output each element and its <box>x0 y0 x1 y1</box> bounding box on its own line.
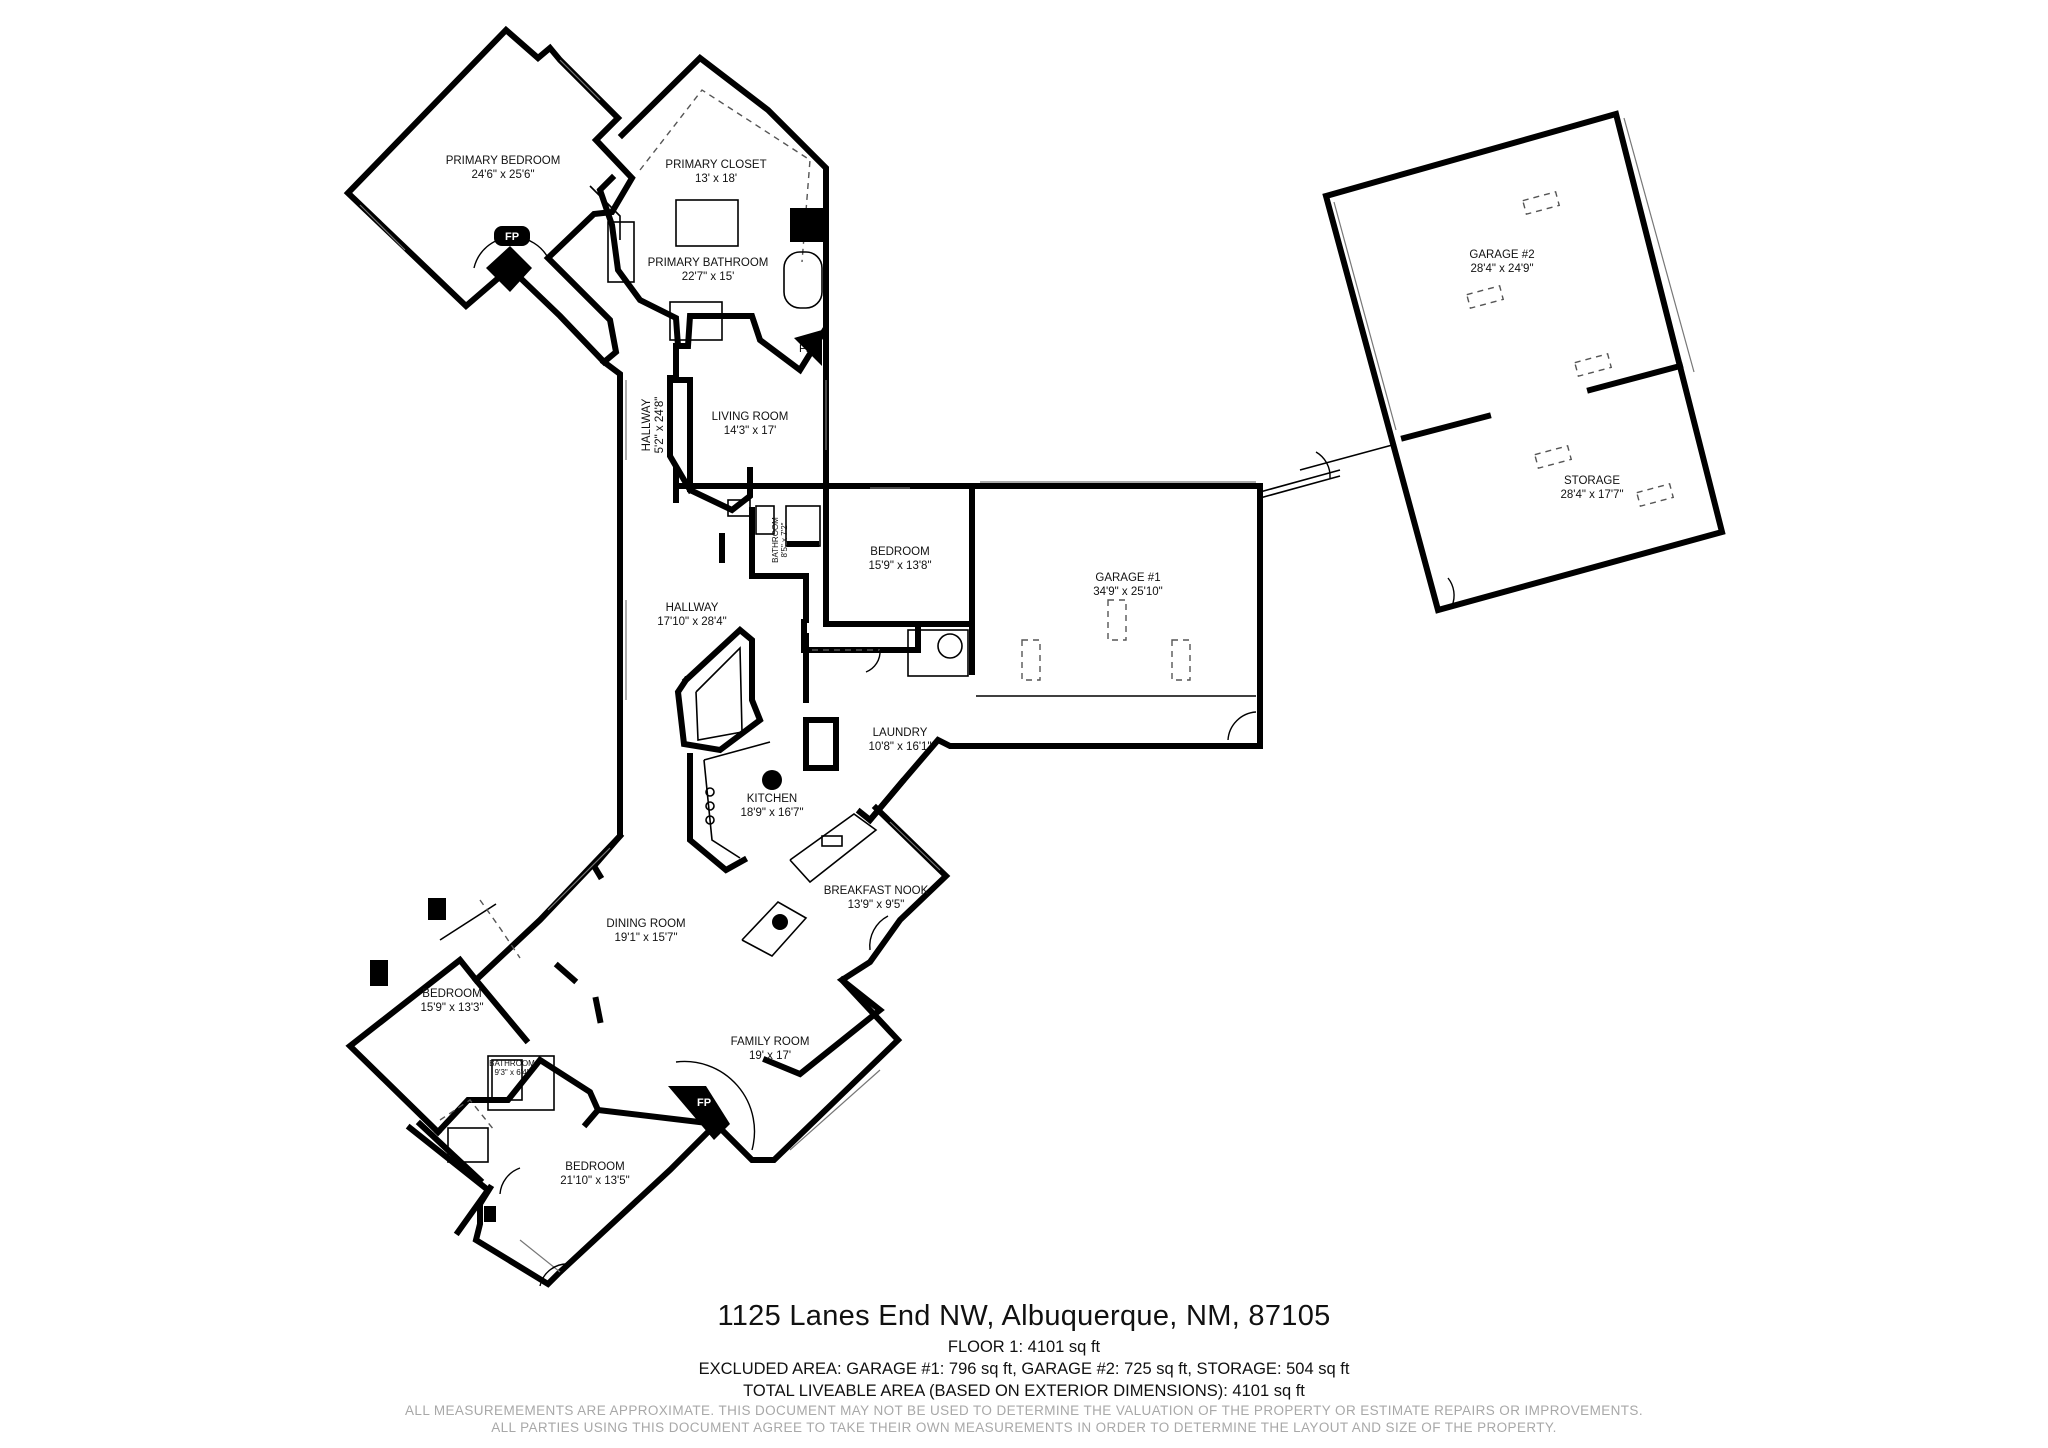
label-laundry: LAUNDRY <box>873 727 928 739</box>
label-bathroom-1: BATHROOM <box>771 517 780 563</box>
label-primary-bathroom: PRIMARY BATHROOM <box>648 257 769 269</box>
primary-closet-bath-walls <box>589 54 829 375</box>
label-bedroom-2: BEDROOM <box>422 988 481 1000</box>
fireplace-family-room: FP <box>668 1060 756 1151</box>
dims-dining-room: 19'1" x 15'7" <box>614 932 677 944</box>
address: 1125 Lanes End NW, Albuquerque, NM, 8710… <box>717 1300 1331 1332</box>
dims-primary-bathroom: 22'7" x 15' <box>682 271 735 283</box>
dims-laundry: 10'8" x 16'1" <box>868 741 931 753</box>
dims-hallway-1: 5'2" x 24'8" <box>654 397 666 454</box>
fp-label: FP <box>697 1097 711 1109</box>
dims-kitchen: 18'9" x 16'7" <box>740 807 803 819</box>
label-bathroom-2: BATHROOM <box>489 1059 535 1068</box>
dims-storage: 28'4" x 17'7" <box>1560 489 1623 501</box>
plan-footer: 1125 Lanes End NW, Albuquerque, NM, 8710… <box>0 1296 2048 1436</box>
total-liveable-area: TOTAL LIVEABLE AREA (BASED ON EXTERIOR D… <box>743 1382 1305 1400</box>
excluded-area: EXCLUDED AREA: GARAGE #1: 796 sq ft, GAR… <box>698 1360 1350 1378</box>
primary-bedroom-walls <box>343 25 636 367</box>
dims-bedroom-2: 15'9" x 13'3" <box>420 1002 483 1014</box>
label-garage-1: GARAGE #1 <box>1095 572 1160 584</box>
dims-bathroom-2: 9'3" x 6'4" <box>495 1068 530 1077</box>
label-hallway-1: HALLWAY <box>641 398 653 451</box>
dims-hallway-2: 17'10" x 28'4" <box>657 616 726 628</box>
room-labels: PRIMARY BEDROOM 24'6" x 25'6" PRIMARY CL… <box>420 155 1623 1187</box>
fp-label: FP <box>799 343 813 355</box>
label-primary-bedroom: PRIMARY BEDROOM <box>446 155 561 167</box>
label-bedroom-1: BEDROOM <box>870 546 929 558</box>
label-primary-closet: PRIMARY CLOSET <box>665 159 766 171</box>
dims-bedroom-1: 15'9" x 13'8" <box>868 560 931 572</box>
fireplace-living-room: FP <box>799 343 813 355</box>
dims-garage-1: 34'9" x 25'10" <box>1093 586 1162 598</box>
label-hallway-2: HALLWAY <box>666 602 719 614</box>
dims-living-room: 14'3" x 17' <box>724 425 777 437</box>
dims-primary-bedroom: 24'6" x 25'6" <box>471 169 534 181</box>
fp-label: FP <box>505 231 519 243</box>
dims-family-room: 19' x 17' <box>749 1050 791 1062</box>
dims-primary-closet: 13' x 18' <box>695 173 737 185</box>
label-breakfast-nook: BREAKFAST NOOK <box>824 885 929 897</box>
label-family-room: FAMILY ROOM <box>731 1036 810 1048</box>
southeast-wing-walls <box>711 770 951 1163</box>
fireplace-primary-bedroom: FP <box>494 226 530 246</box>
kitchen-walls <box>674 626 878 884</box>
west-wing-walls <box>345 831 721 1288</box>
dims-garage-2: 28'4" x 24'9" <box>1470 263 1533 275</box>
dims-bedroom-3: 21'10" x 13'5" <box>560 1175 629 1187</box>
label-dining-room: DINING ROOM <box>606 918 685 930</box>
label-living-room: LIVING ROOM <box>712 411 789 423</box>
label-storage: STORAGE <box>1564 475 1620 487</box>
label-bedroom-3: BEDROOM <box>565 1161 624 1173</box>
east-wing-walls <box>801 469 1341 825</box>
label-kitchen: KITCHEN <box>747 793 797 805</box>
disclaimer-line-2: ALL PARTIES USING THIS DOCUMENT AGREE TO… <box>491 1420 1557 1435</box>
dims-bathroom-1: 8'5" x 7'2" <box>780 522 789 557</box>
label-garage-2: GARAGE #2 <box>1469 249 1534 261</box>
dims-breakfast-nook: 13'9" x 9'5" <box>848 899 905 911</box>
floor-area: FLOOR 1: 4101 sq ft <box>947 1338 1101 1356</box>
disclaimer-line-1: ALL MEASUREMEMENTS ARE APPROXIMATE. THIS… <box>405 1403 1643 1418</box>
detached-garage-walls <box>1299 110 1726 614</box>
